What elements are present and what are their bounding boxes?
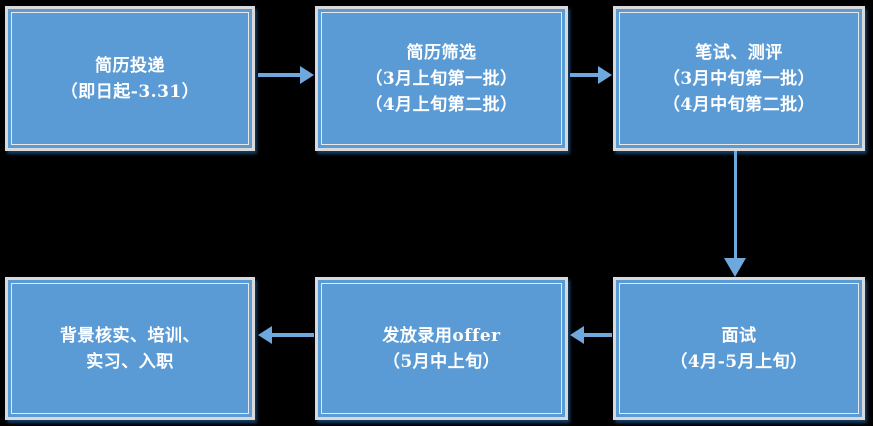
arrow-head-right-icon xyxy=(598,66,612,84)
arrow-head-left-icon xyxy=(570,326,584,344)
node-resume-screening[interactable]: 简历筛选 （3月上旬第一批） （4月上旬第二批） xyxy=(315,6,568,151)
node-interview-label: 面试 （4月-5月上旬） xyxy=(670,325,808,372)
connector-screening-to-written-test xyxy=(570,64,612,86)
connector-interview-to-offer xyxy=(570,324,612,346)
arrow-shaft xyxy=(271,333,314,337)
node-offer-label: 发放录用offer （5月中上旬） xyxy=(382,325,501,372)
arrow-shaft xyxy=(258,73,301,77)
arrow-shaft xyxy=(733,151,737,259)
node-resume-submission[interactable]: 简历投递 （即日起-3.31） xyxy=(5,6,255,151)
node-onboarding-label: 背景核实、培训、 实习、入职 xyxy=(60,325,200,372)
node-resume-submission-label: 简历投递 （即日起-3.31） xyxy=(60,55,200,102)
arrow-shaft xyxy=(583,333,612,337)
node-offer[interactable]: 发放录用offer （5月中上旬） xyxy=(315,277,568,420)
node-onboarding[interactable]: 背景核实、培训、 实习、入职 xyxy=(5,277,255,420)
arrow-head-left-icon xyxy=(258,326,272,344)
connector-offer-to-onboarding xyxy=(258,324,314,346)
node-written-test-label: 笔试、测评 （3月中旬第一批） （4月中旬第二批） xyxy=(662,42,816,115)
node-interview[interactable]: 面试 （4月-5月上旬） xyxy=(613,277,865,420)
connector-submission-to-screening xyxy=(258,64,314,86)
connector-written-test-to-interview xyxy=(722,151,748,277)
arrow-head-down-icon xyxy=(724,258,746,277)
node-resume-screening-label: 简历筛选 （3月上旬第一批） （4月上旬第二批） xyxy=(365,42,518,115)
arrow-head-right-icon xyxy=(300,66,314,84)
node-written-test[interactable]: 笔试、测评 （3月中旬第一批） （4月中旬第二批） xyxy=(613,6,865,151)
arrow-shaft xyxy=(570,73,599,77)
